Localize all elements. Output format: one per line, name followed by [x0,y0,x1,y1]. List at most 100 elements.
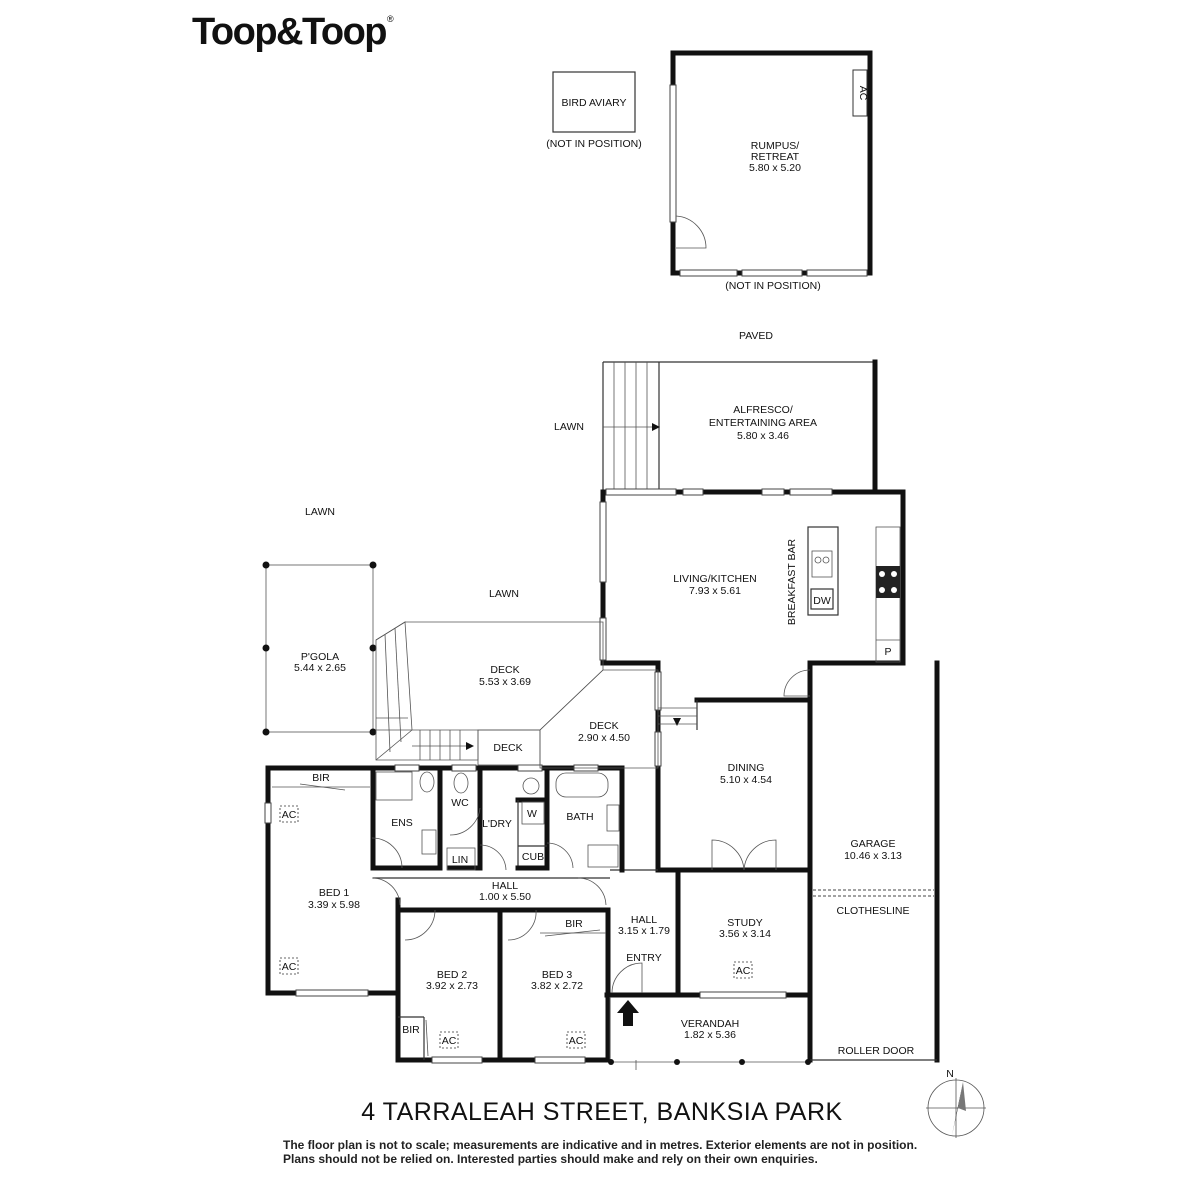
pergola-label: P'GOLA [301,651,339,663]
shower [375,771,413,801]
wc-label: WC [451,797,469,809]
w-label: W [527,808,537,820]
north-label: N [946,1068,954,1080]
paved-label: PAVED [739,330,773,342]
dining-dims: 5.10 x 4.54 [720,774,772,786]
bed1-wing: BIR AC AC BED 1 3.39 x 5.98 ENS WC W L'D… [272,771,620,975]
lawn-label-left: LAWN [305,506,335,518]
study-ac: AC [736,965,751,977]
decks: DECK 5.53 x 3.69 DECK 2.90 x 4.50 DECK [375,621,697,769]
alfresco-dims: 5.80 x 3.46 [737,430,789,442]
ens-label: ENS [391,817,413,829]
entry-wing: HALL 3.15 x 1.79 ENTRY AC STUDY 3.56 x 3… [608,914,811,1070]
door-swing [675,215,707,249]
dining-label: DINING [728,762,765,774]
bed2-label: BED 2 [437,969,468,981]
window [679,269,738,277]
pergola: P'GOLA 5.44 x 2.65 [262,561,377,736]
laundry-tub [522,777,540,795]
linen-cupboard [446,847,476,871]
deck2-label: DECK [589,720,618,732]
window [741,269,803,277]
dishwasher [810,588,834,610]
pergola-dims: 5.44 x 2.65 [294,662,346,674]
garage: GARAGE 10.46 x 3.13 CLOTHESLINE ROLLER D… [813,838,934,1057]
washer [521,801,545,825]
dishwasher-label: DW [813,595,831,607]
hall-label: HALL [492,880,518,892]
bed2-ac: AC [442,1035,457,1047]
deck3-label: DECK [493,742,522,754]
deck2-dims: 2.90 x 4.50 [578,732,630,744]
lin-label: LIN [452,854,468,866]
rumpus-room: AC RUMPUS/ RETREAT 5.80 x 5.20 (NOT IN P… [669,50,873,292]
living-dims: 7.93 x 5.61 [689,585,741,597]
bed3-label: BED 3 [542,969,573,981]
roller-door-label: ROLLER DOOR [838,1045,915,1057]
brand-mark: ® [387,14,394,24]
cub-label: CUB [522,851,544,863]
rumpus-label-2: RETREAT [751,151,800,163]
garage-label: GARAGE [851,838,896,850]
breakfast-bar-label: BREAKFAST BAR [786,539,798,626]
ldry-label: L'DRY [482,818,512,830]
bed3-bir-label: BIR [565,918,583,930]
hall2-label: HALL [631,914,657,926]
bath-tub [555,772,609,798]
property-title: 4 TARRALEAH STREET, BANKSIA PARK [361,1098,842,1126]
kitchen-island [807,526,839,616]
bed1-bir-label: BIR [312,772,330,784]
lawn-label-upper: LAWN [554,421,584,433]
garage-dims: 10.46 x 3.13 [844,850,902,862]
alfresco-label: ALFRESCO/ [733,404,793,416]
study-dims: 3.56 x 3.14 [719,928,771,940]
window [669,84,677,223]
hall2-dims: 3.15 x 1.79 [618,925,670,937]
wc-toilet-icon [453,772,469,794]
bed3-dims: 3.82 x 2.72 [531,980,583,992]
clothesline-label: CLOTHESLINE [837,905,910,917]
basin [421,829,437,855]
bedrooms-2-3: BIR AC BED 2 3.92 x 2.73 BIR AC BED 3 3.… [398,918,606,1060]
disclaimer-line-1: The floor plan is not to scale; measurem… [283,1138,917,1152]
ac-label: AC [857,86,869,101]
brand-logo: Toop&Toop ® [192,11,394,53]
bed1-ac-bottom: AC [282,961,297,973]
study-label: STUDY [727,917,763,929]
cooktop-icon [876,566,900,598]
bed2-dims: 3.92 x 2.73 [426,980,478,992]
brand-name: Toop&Toop [192,11,386,53]
sink-icon [811,550,833,578]
shower-base [587,844,619,868]
compass-icon: N [926,1068,986,1138]
alfresco-label-2: ENTERTAINING AREA [709,417,817,429]
lawn-label-deck: LAWN [489,588,519,600]
bed3-ac: AC [569,1035,584,1047]
bath-label: BATH [566,811,593,823]
entry-arrow-icon [617,1000,639,1026]
bed1-ac-top: AC [282,809,297,821]
bed1-dims: 3.39 x 5.98 [308,899,360,911]
deck-dims: 5.53 x 3.69 [479,676,531,688]
living-kitchen: DW BREAKFAST BAR P LIVING/KITCHEN 7.93 x… [673,526,901,663]
bed1-label: BED 1 [319,887,350,899]
verandah-label: VERANDAH [681,1018,739,1030]
toilet-icon [419,771,435,793]
pantry-label: P [884,646,891,658]
ac-unit [852,69,868,117]
bird-aviary: BIRD AVIARY (NOT IN POSITION) [546,71,642,150]
bird-aviary-note: (NOT IN POSITION) [546,138,641,150]
bath-basin [606,804,620,832]
entry-label: ENTRY [626,952,661,964]
window [806,269,868,277]
bed2-bir-label: BIR [402,1024,420,1036]
rumpus-label: RUMPUS/ [751,140,800,152]
disclaimer-line-2: Plans should not be relied on. Intereste… [283,1152,818,1166]
hall-dims: 1.00 x 5.50 [479,891,531,903]
rumpus-note: (NOT IN POSITION) [725,280,820,292]
verandah-dims: 1.82 x 5.36 [684,1029,736,1041]
door-swings [371,669,811,994]
alfresco-area: ALFRESCO/ ENTERTAINING AREA 5.80 x 3.46 [602,359,878,495]
bird-aviary-label: BIRD AVIARY [562,97,627,109]
